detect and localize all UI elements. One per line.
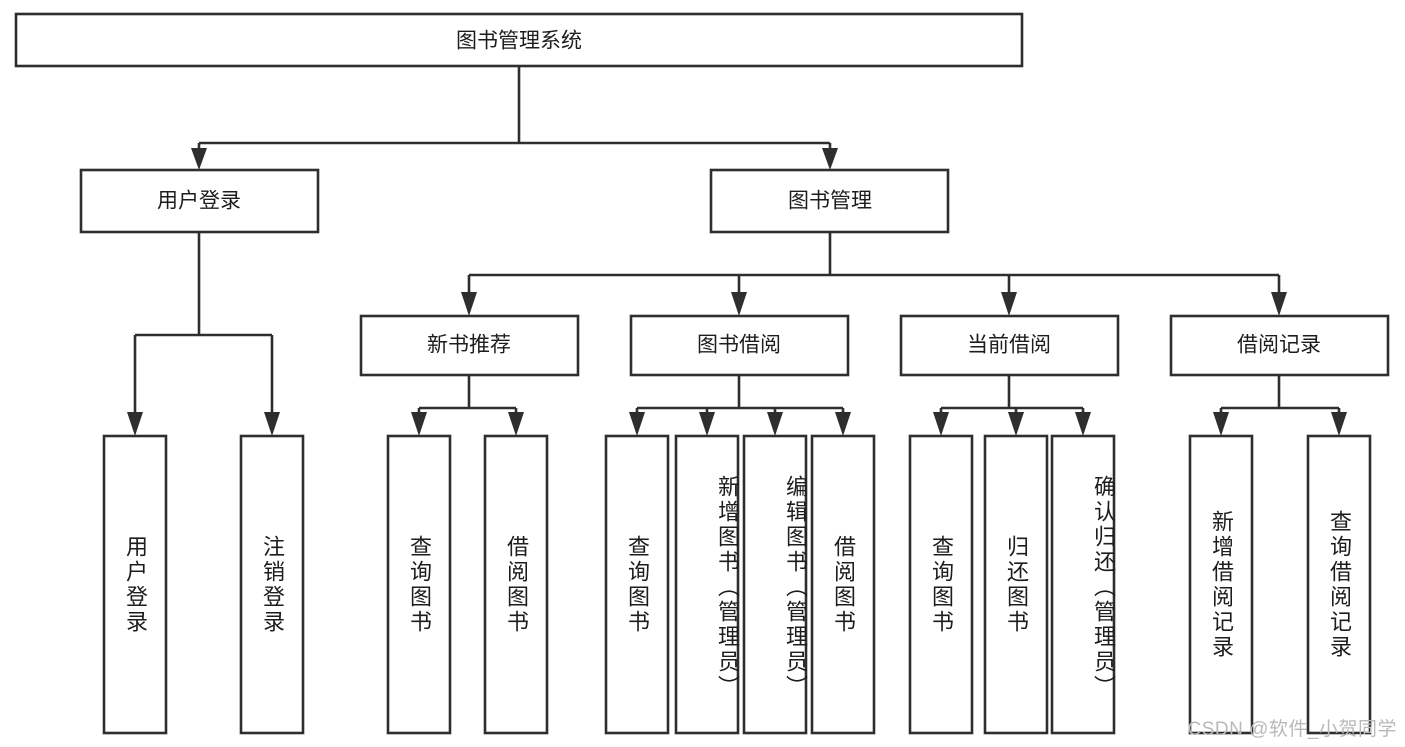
arrowhead-newbook-leaf-2 xyxy=(508,412,524,436)
leaf-box-confirm-return[interactable] xyxy=(1050,434,1116,735)
node-new-book-recommend[interactable]: 新书推荐 xyxy=(359,314,580,377)
arrowhead-new-book-rec xyxy=(461,292,477,316)
nodes-layer: 图书管理系统 用户登录 图书管理 新书推荐 图书借阅 当前 xyxy=(14,12,1390,735)
leaf-box-query-record[interactable] xyxy=(1306,434,1372,735)
node-user-login-label: 用户登录 xyxy=(157,190,241,213)
arrowhead-borrowrecord-leaf-1 xyxy=(1213,412,1229,436)
arrowhead-borrowrecord-leaf-2 xyxy=(1331,412,1347,436)
node-root-label: 图书管理系统 xyxy=(456,30,582,53)
node-current-borrow-label: 当前借阅 xyxy=(967,334,1051,357)
arrowhead-currentborrow-leaf-2 xyxy=(1008,412,1024,436)
arrowhead-newbook-leaf-1 xyxy=(411,412,427,436)
arrowhead-bookborrow-leaf-2 xyxy=(699,412,715,436)
leaf-box-query-book-3[interactable] xyxy=(908,434,974,735)
edges-layer xyxy=(127,66,1347,436)
leaf-box-edit-book-admin[interactable] xyxy=(742,434,808,735)
node-book-management-label: 图书管理 xyxy=(788,190,872,213)
arrowhead-bookborrow-leaf-4 xyxy=(835,412,851,436)
node-book-borrow-label: 图书借阅 xyxy=(697,334,781,357)
node-borrow-record-label: 借阅记录 xyxy=(1237,334,1321,357)
arrowhead-currentborrow-leaf-1 xyxy=(933,412,949,436)
arrowhead-book-manage xyxy=(822,148,838,170)
arrowhead-user-login xyxy=(191,148,207,170)
node-user-login[interactable]: 用户登录 xyxy=(79,168,320,234)
arrowhead-book-borrow xyxy=(731,292,747,316)
node-root[interactable]: 图书管理系统 xyxy=(14,12,1024,68)
leaf-nodes-layer xyxy=(102,434,1372,735)
leaf-box-user-login[interactable] xyxy=(102,434,168,735)
leaf-box-add-record[interactable] xyxy=(1188,434,1254,735)
leaf-box-query-book-2[interactable] xyxy=(604,434,670,735)
arrowhead-current-borrow xyxy=(1001,292,1017,316)
leaf-box-borrow-book-1[interactable] xyxy=(483,434,549,735)
node-borrow-record[interactable]: 借阅记录 xyxy=(1169,314,1390,377)
leaf-box-query-book-1[interactable] xyxy=(386,434,452,735)
leaf-box-add-book-admin[interactable] xyxy=(674,434,740,735)
arrowhead-leaf-logout xyxy=(264,412,280,436)
node-current-borrow[interactable]: 当前借阅 xyxy=(899,314,1120,377)
arrowhead-leaf-user-login xyxy=(127,412,143,436)
node-book-borrow[interactable]: 图书借阅 xyxy=(629,314,850,377)
arrowhead-bookborrow-leaf-3 xyxy=(767,412,783,436)
node-book-management[interactable]: 图书管理 xyxy=(709,168,950,234)
leaf-box-return-book[interactable] xyxy=(983,434,1049,735)
leaf-box-logout[interactable] xyxy=(239,434,305,735)
arrowhead-bookborrow-leaf-1 xyxy=(629,412,645,436)
leaf-box-borrow-book-2[interactable] xyxy=(810,434,876,735)
arrowhead-currentborrow-leaf-3 xyxy=(1075,412,1091,436)
node-new-book-recommend-label: 新书推荐 xyxy=(427,334,511,357)
arrowhead-borrow-record xyxy=(1271,292,1287,316)
